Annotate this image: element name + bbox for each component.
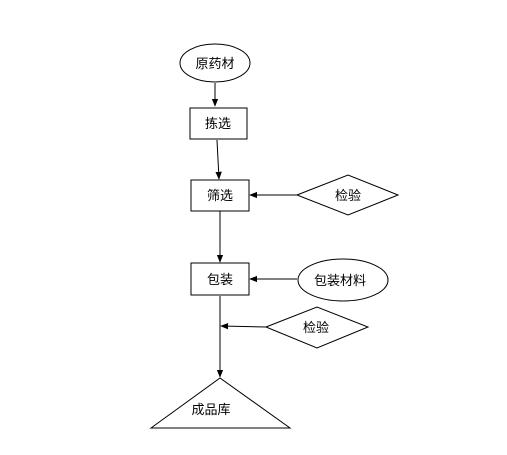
node-packaging-label: 包装 <box>207 273 233 288</box>
node-inspection-2: 检验 <box>264 306 370 349</box>
node-finished-warehouse-label: 成品库 <box>191 402 230 418</box>
edge-inspection2-to-line <box>220 322 267 330</box>
node-raw-material: 原药材 <box>179 43 251 83</box>
node-screening-label: 筛选 <box>207 189 233 204</box>
node-screening: 筛选 <box>190 179 250 212</box>
node-packaging: 包装 <box>190 262 250 296</box>
node-packaging-material: 包装材料 <box>297 258 389 302</box>
edge-sorting-to-screening <box>215 139 222 180</box>
node-inspection-1-label: 检验 <box>335 188 361 204</box>
node-packaging-material-label: 包装材料 <box>314 274 366 289</box>
node-finished-warehouse: 成品库 <box>149 377 292 429</box>
node-sorting: 拣选 <box>189 107 248 140</box>
node-inspection-2-label: 检验 <box>303 320 329 336</box>
node-sorting-label: 拣选 <box>205 117 231 132</box>
node-inspection-1: 检验 <box>295 174 400 216</box>
node-raw-material-label: 原药材 <box>195 57 234 72</box>
